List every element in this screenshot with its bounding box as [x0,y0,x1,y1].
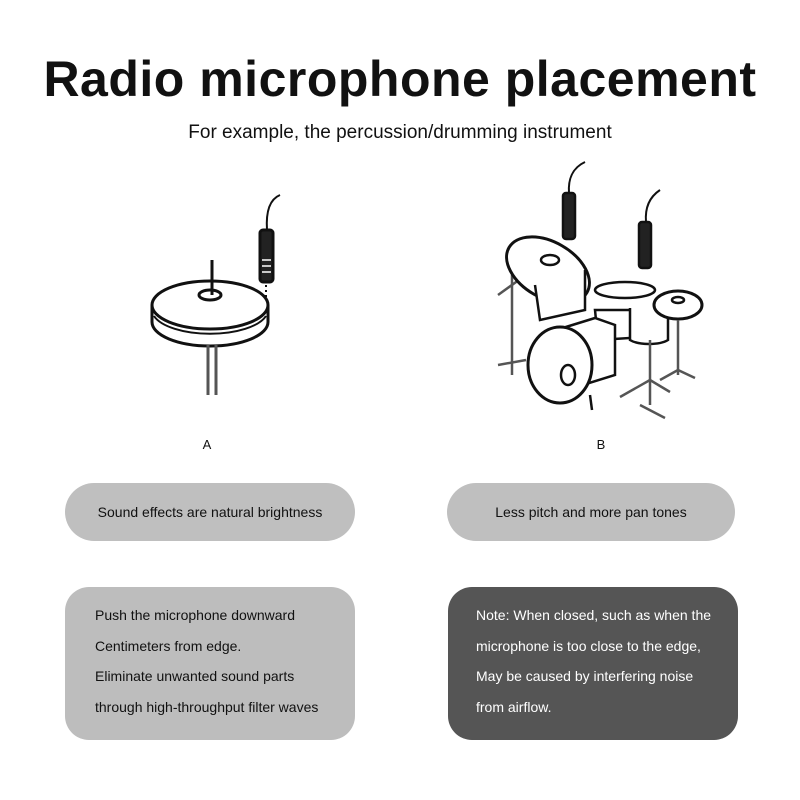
microphone-icon [637,220,653,270]
panel-a-summary: Sound effects are natural brightness [65,483,355,541]
note-line: Centimeters from edge. [95,637,242,654]
page-title: Radio microphone placement [43,51,757,107]
note-line: Push the microphone downward [95,607,296,623]
drum-kit-microphones-illustration [497,161,704,420]
note-line: Eliminate unwanted sound parts [95,668,295,684]
microphone-icon [561,191,577,241]
note-line: Note: When closed, such as when the [476,607,712,623]
note-line: from airflow. [476,698,552,715]
note-line: microphone is too close to the edge, [476,637,701,654]
panel-b-notes: Note: When closed, such as when the micr… [448,587,738,740]
page-subtitle: For example, the percussion/drumming ins… [188,122,612,143]
panel-a-notes: Push the microphone downward Centimeters… [65,587,355,740]
hi-hat-microphone-illustration [150,194,281,395]
microphone-icon [258,228,275,284]
note-line: through high-throughput filter waves [95,698,319,715]
panel-b-label: B [596,437,606,452]
note-line: May be caused by interfering noise [476,668,694,684]
panel-b-summary: Less pitch and more pan tones [447,483,735,541]
panel-a-label: A [202,437,212,452]
